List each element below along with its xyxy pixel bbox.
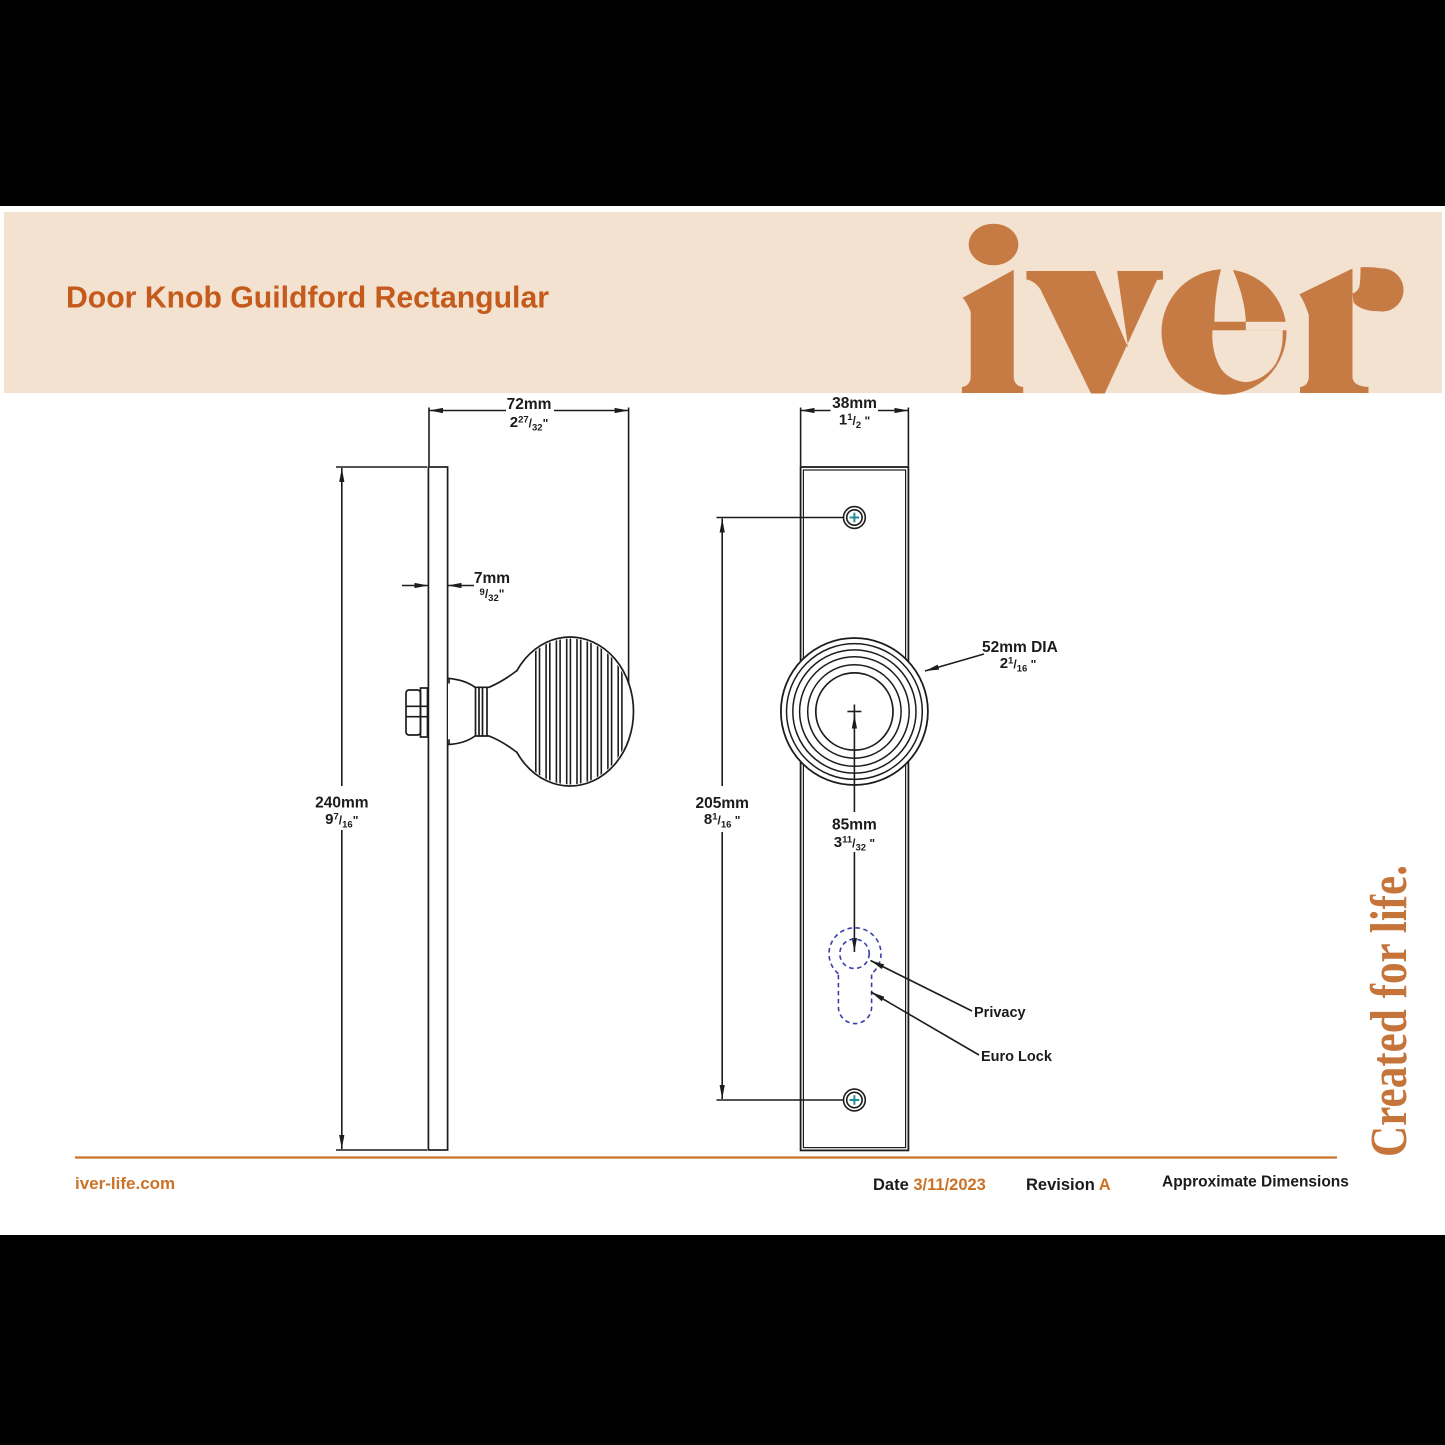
svg-text:311/32 ": 311/32 " (834, 834, 875, 854)
svg-text:38mm: 38mm (832, 395, 877, 412)
svg-text:52mm DIA: 52mm DIA (982, 639, 1058, 656)
svg-text:Approximate Dimensions: Approximate Dimensions (1162, 1174, 1349, 1191)
svg-text:11/2 ": 11/2 " (839, 412, 870, 432)
svg-text:Revision A: Revision A (1026, 1176, 1111, 1194)
svg-text:72mm: 72mm (507, 396, 552, 413)
svg-text:97/16": 97/16" (325, 811, 358, 831)
svg-text:21/16 ": 21/16 " (1000, 655, 1037, 675)
svg-text:9/32": 9/32" (480, 587, 505, 604)
svg-text:85mm: 85mm (832, 817, 877, 834)
svg-text:Created for life.: Created for life. (1361, 865, 1418, 1157)
svg-text:205mm: 205mm (695, 795, 748, 812)
svg-text:7mm: 7mm (474, 570, 510, 587)
svg-text:240mm: 240mm (315, 795, 368, 812)
svg-text:81/16 ": 81/16 " (704, 811, 741, 831)
svg-text:Date 3/11/2023: Date 3/11/2023 (873, 1176, 986, 1194)
svg-text:Euro Lock: Euro Lock (981, 1049, 1053, 1065)
svg-text:Door Knob Guildford Rectangula: Door Knob Guildford Rectangular (66, 282, 549, 315)
svg-text:227/32": 227/32" (510, 414, 549, 434)
svg-text:iver-life.com: iver-life.com (75, 1174, 175, 1193)
svg-text:Privacy: Privacy (974, 1005, 1026, 1021)
